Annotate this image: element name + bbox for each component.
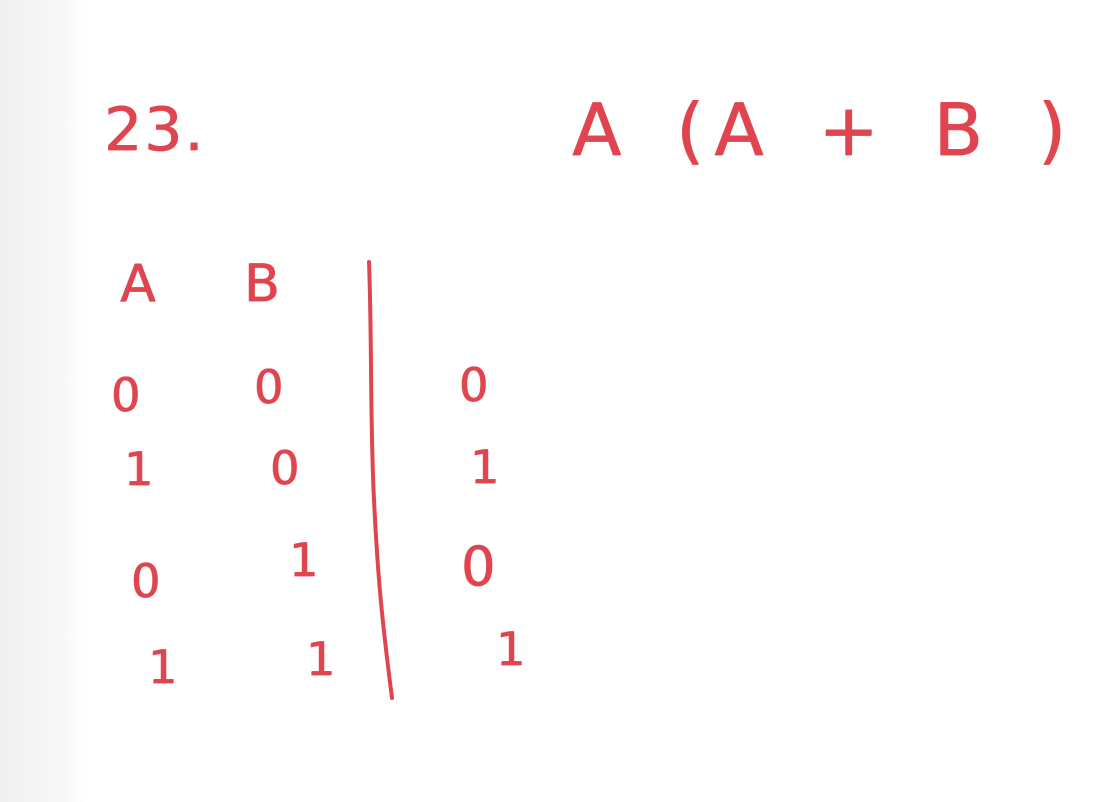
row-1-a: 0 (111, 368, 141, 422)
row-3-b: 1 (289, 533, 319, 587)
row-3-output: 0 (461, 535, 496, 598)
row-1-b: 0 (254, 360, 284, 414)
row-2-b: 0 (270, 441, 300, 495)
header-b: B (244, 254, 280, 314)
row-4-b: 1 (306, 632, 336, 686)
row-2-output: 1 (470, 440, 500, 494)
row-2-a: 1 (124, 442, 154, 496)
boolean-expression: A (A + B ) (572, 88, 1076, 172)
row-4-a: 1 (148, 640, 178, 694)
row-4-output: 1 (496, 622, 526, 676)
row-1-output: 0 (459, 358, 489, 412)
problem-number: 23. (104, 95, 206, 165)
row-3-a: 0 (131, 554, 161, 608)
header-a: A (120, 254, 156, 314)
page-margin (0, 0, 86, 802)
